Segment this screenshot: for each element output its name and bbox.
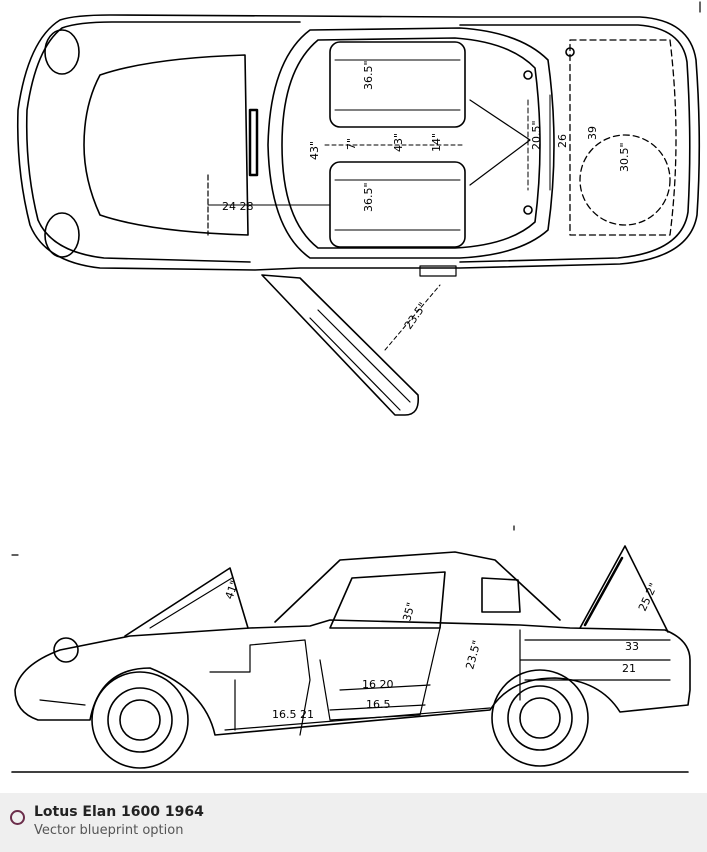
- dim-side-boot-b: 21: [622, 662, 636, 675]
- dim-floor-b: 16.5: [366, 698, 391, 711]
- center-tunnel: [469, 99, 531, 186]
- spare-wheel: [579, 134, 671, 226]
- dim-bonnet: 41": [223, 579, 242, 601]
- open-bonnet: [124, 567, 249, 637]
- windscreen-vent: [248, 108, 259, 177]
- cockpit-outline: [267, 27, 555, 259]
- dim-seat-lower: 36.5": [362, 182, 375, 212]
- cockpit-inner: [281, 37, 541, 249]
- dim-boot-a: 20.5": [530, 120, 543, 150]
- side-interior: [209, 627, 441, 736]
- side-headlamp: [53, 637, 79, 663]
- dim-center-b: 43": [392, 133, 405, 152]
- seat-lower: [329, 161, 466, 248]
- dim-boot-b: 26: [556, 134, 569, 148]
- dim-boot-c: 39: [586, 126, 599, 140]
- rear-wheel: [491, 669, 589, 767]
- caption-bar: Lotus Elan 1600 1964 Vector blueprint op…: [0, 793, 707, 852]
- top-body-outline: [16, 14, 701, 271]
- side-window: [329, 571, 446, 629]
- bonnet-panel: [83, 54, 249, 236]
- dim-front: 24 28: [222, 200, 254, 213]
- boot-lid: [569, 39, 677, 236]
- caption-title: Lotus Elan 1600 1964: [34, 804, 204, 820]
- front-wheel: [91, 671, 189, 769]
- open-boot-lid: [579, 545, 669, 633]
- dim-boot-d: 30.5": [618, 142, 631, 172]
- radio-option-icon[interactable]: [10, 810, 25, 825]
- dim-floor-c: 16.5 21: [272, 708, 314, 721]
- left-headlamp: [44, 29, 80, 75]
- caption-subtitle: Vector blueprint option: [34, 823, 184, 838]
- dim-door: 23.5": [402, 300, 430, 332]
- lotus-elan-blueprint-drawing: 36.5" 36.5" 43" 7" 43" 14" 20.5" 26 39 3…: [11, 1, 701, 773]
- dim-pillar: 23.5": [463, 639, 483, 671]
- dim-roof: 35": [400, 601, 417, 623]
- side-view: 41" 35" 23.5" 25.2" 33 21 16 20 16.5 16.…: [11, 525, 691, 773]
- open-door: [261, 274, 420, 416]
- dim-center: 7": [345, 138, 358, 150]
- rear-quarter-window: [481, 577, 521, 613]
- dim-seat-upper: 36.5": [362, 60, 375, 90]
- dim-left-width: 43": [308, 141, 321, 160]
- seat-upper: [329, 41, 466, 128]
- right-headlamp: [44, 212, 80, 258]
- top-body-inner: [25, 21, 691, 263]
- top-view: 36.5" 36.5" 43" 7" 43" 14" 20.5" 26 39 3…: [16, 1, 701, 416]
- dim-floor-a: 16 20: [362, 678, 394, 691]
- dim-center-c: 14": [430, 133, 443, 152]
- dim-side-boot-a: 33: [625, 640, 639, 653]
